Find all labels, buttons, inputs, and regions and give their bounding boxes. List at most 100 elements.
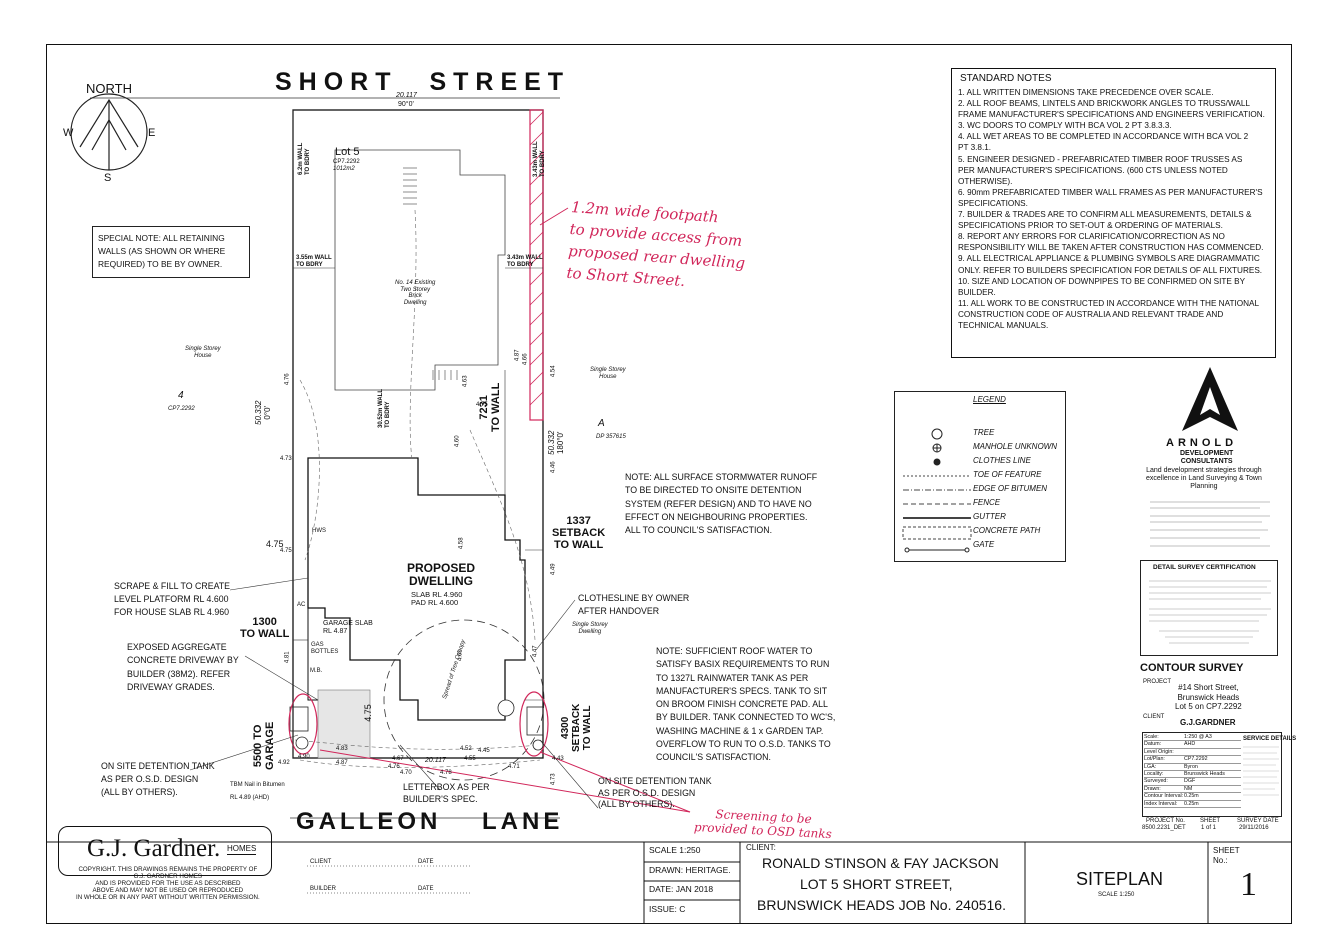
tbm-note: TBM Nail in Bitumen RL 4.89 (AHD) bbox=[230, 782, 285, 801]
survey-row: Lot/Plan:CP7.2292 bbox=[1144, 756, 1241, 764]
project-number-label: PROJECT No. bbox=[1146, 818, 1185, 824]
north-label: NORTH bbox=[86, 81, 132, 96]
setback-4300: 4300 SETBACK TO WALL bbox=[560, 703, 593, 752]
setback-1337: 1337 SETBACK TO WALL bbox=[552, 515, 606, 552]
contour-lines bbox=[294, 209, 541, 768]
builder-sign-label: BUILDER bbox=[310, 886, 337, 892]
standard-note-line: 11. ALL WORK TO BE CONSTRUCTED IN ACCORD… bbox=[958, 298, 1260, 308]
project-label: PROJECT bbox=[1143, 679, 1172, 685]
survey-row-label: Surveyed: bbox=[1144, 778, 1168, 785]
lot-right-letter: A bbox=[598, 418, 605, 429]
client-text-arnold: G.J.GARDNER bbox=[1180, 718, 1236, 727]
single-storey-right: Single Storey House bbox=[590, 367, 626, 380]
survey-row: Scale: 1:250 @ A3 bbox=[1144, 734, 1241, 742]
standard-note-line: OTHERWISE). bbox=[958, 176, 1013, 186]
east-label: E bbox=[148, 127, 156, 139]
osd-tank-right bbox=[526, 706, 544, 736]
standard-note-line: 5. ENGINEER DESIGNED - PREFABRICATED TIM… bbox=[958, 154, 1243, 164]
standard-note-line: 8. REPORT ANY ERRORS FOR CLARIFICATION/C… bbox=[958, 232, 1225, 242]
south-label: S bbox=[104, 172, 112, 184]
drawing-scale: SCALE 1:250 bbox=[1098, 892, 1135, 898]
stormwater-note: NOTE: ALL SURFACE STORMWATER RUNOFF TO B… bbox=[625, 472, 818, 536]
gas-bottles-label: GAS BOTTLES bbox=[311, 642, 339, 655]
standard-note-line: 6. 90mm PREFABRICATED TIMBER WALL FRAMES… bbox=[958, 187, 1263, 197]
project-text: #14 Short Street, Brunswick Heads Lot 5 … bbox=[1175, 683, 1242, 711]
garage-slab-label: GARAGE SLAB RL 4.87 bbox=[323, 620, 373, 635]
standard-note-line: 1. ALL WRITTEN DIMENSIONS TAKE PRECEDENC… bbox=[958, 88, 1214, 97]
single-storey-dwelling-right: Single Storey Dwelling bbox=[572, 622, 608, 635]
survey-row-label: Level Origin: bbox=[1144, 748, 1174, 755]
survey-row: Surveyed:DGF bbox=[1144, 778, 1241, 786]
standard-note-line: 4. ALL WET AREAS TO BE COMPLETED IN ACCO… bbox=[958, 132, 1249, 142]
contour-survey-title: CONTOUR SURVEY bbox=[1140, 662, 1244, 674]
survey-row-value: 1:250 @ A3 bbox=[1184, 734, 1212, 740]
survey-row-label: Index Interval: bbox=[1144, 800, 1178, 807]
proposed-dwelling-outline bbox=[307, 457, 526, 721]
west-label: W bbox=[63, 127, 74, 139]
standard-note-line: BUILDER. bbox=[958, 287, 996, 297]
driveway-note: EXPOSED AGGREGATE CONCRETE DRIVEWAY BY B… bbox=[127, 642, 239, 692]
scrape-fill-note: SCRAPE & FILL TO CREATE LEVEL PLATFORM R… bbox=[114, 581, 231, 617]
mb-label: M.B. bbox=[310, 668, 323, 674]
legend-item: MANHOLE UNKNOWN bbox=[973, 442, 1058, 451]
standard-notes-list: 1. ALL WRITTEN DIMENSIONS TAKE PRECEDENC… bbox=[958, 87, 1265, 331]
survey-row-label: Datum: bbox=[1144, 741, 1162, 748]
special-note-box: SPECIAL NOTE: ALL RETAINING WALLS (AS SH… bbox=[92, 226, 250, 278]
client-label-arnold: CLIENT bbox=[1143, 714, 1165, 720]
client-line-2: LOT 5 SHORT STREET, bbox=[800, 876, 953, 892]
standard-note-line: SPECIFICATIONS. bbox=[958, 198, 1028, 208]
wall-3-43m-top-label: 3.43m WALL TO BDRY bbox=[533, 141, 546, 177]
survey-row-value: Brunswick Heads bbox=[1184, 771, 1225, 778]
arnold-sheet-label: SHEET bbox=[1200, 818, 1221, 824]
client-date-label: DATE bbox=[418, 859, 434, 865]
wall-30-52m-label: 30.52m WALL TO BDRY bbox=[378, 388, 391, 428]
survey-row-value: CP7.2292 bbox=[1184, 756, 1208, 763]
survey-row-label: Scale: bbox=[1144, 734, 1159, 740]
legend-symbols bbox=[902, 428, 972, 553]
bottom-dimension: 20.117 bbox=[425, 757, 446, 764]
standard-note-line: 3. WC DOORS TO COMPLY WITH BCA VOL 2 PT … bbox=[958, 121, 1172, 131]
slab-levels: SLAB RL 4.960 PAD RL 4.600 bbox=[411, 590, 463, 608]
survey-date-label: SURVEY DATE bbox=[1237, 818, 1279, 824]
survey-row-label: Locality: bbox=[1144, 771, 1164, 778]
legend-title: LEGEND bbox=[973, 395, 1006, 404]
lot-boundary bbox=[292, 109, 544, 759]
certification-title: DETAIL SURVEY CERTIFICATION bbox=[1153, 564, 1256, 571]
footpath-hatch bbox=[529, 109, 544, 421]
drawing-title: SITEPLAN bbox=[1076, 869, 1164, 889]
sheet-number: 1 bbox=[1240, 866, 1257, 903]
issue-cell: ISSUE: C bbox=[649, 904, 686, 914]
survey-row-value: AHD bbox=[1184, 741, 1196, 748]
date-cell: DATE: JAN 2018 bbox=[649, 884, 714, 894]
legend-gate-icon bbox=[904, 547, 910, 553]
lot-name: Lot 5 bbox=[335, 146, 360, 158]
proposed-dwelling-label: PROPOSED DWELLING bbox=[407, 561, 476, 589]
drawing-border bbox=[46, 44, 1292, 924]
standard-note-line: PT 3.8.1. bbox=[958, 143, 992, 153]
wall-3-43m-mid-label: 3.43m WALL TO BDRY bbox=[507, 255, 543, 268]
service-details-title: SERVICE DETAILS bbox=[1243, 736, 1297, 742]
legend-item: CLOTHES LINE bbox=[973, 456, 1031, 465]
survey-row-value: 0.25m bbox=[1184, 800, 1199, 807]
scale-cell: SCALE 1:250 bbox=[649, 845, 701, 855]
leader-lines bbox=[189, 577, 599, 809]
client-sign-label: CLIENT bbox=[310, 859, 332, 865]
arnold-address-lines bbox=[1150, 501, 1270, 547]
lot-right-plan: DP 357615 bbox=[596, 434, 626, 440]
client-heading: CLIENT: bbox=[746, 843, 776, 852]
survey-row: LGA:Byron bbox=[1144, 764, 1241, 772]
top-bearing: 90°0' bbox=[398, 101, 414, 108]
existing-stairs bbox=[403, 167, 458, 380]
standard-note-line: ONLY. REFER TO BUILDERS SPECIFICATION FO… bbox=[958, 265, 1263, 275]
lot-area: 1012m2 bbox=[333, 166, 355, 172]
titleblock-lines bbox=[46, 841, 1292, 924]
arnold-name: ARNOLD bbox=[1166, 437, 1238, 449]
sheet-label: SHEET No.: bbox=[1213, 846, 1240, 865]
legend-item: GUTTER bbox=[973, 512, 1006, 521]
tree-canopy bbox=[383, 619, 545, 781]
